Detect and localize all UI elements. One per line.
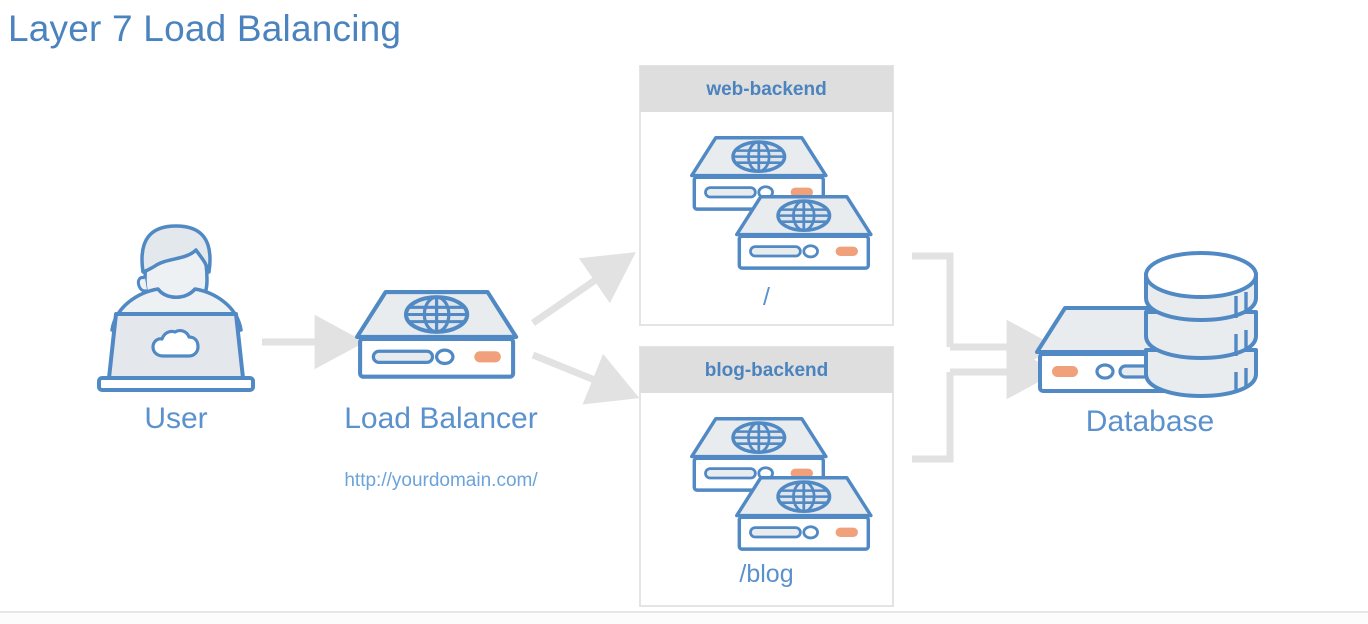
user-label: User	[144, 402, 208, 435]
bottom-strip	[0, 613, 1368, 624]
load-balancer-server-icon	[357, 292, 516, 377]
user-at-laptop-icon	[97, 224, 255, 392]
group-title-blog-backend: blog-backend	[704, 360, 829, 381]
connector-web-backend-to-database	[912, 252, 1057, 375]
connector-loadbalancer-to-blog-backend	[531, 351, 640, 405]
bottom-divider	[0, 611, 1368, 613]
path-label-web-backend: /	[763, 283, 770, 311]
connector-blog-backend-to-database	[912, 344, 1057, 463]
load-balancer-url: http://yourdomain.com/	[344, 470, 538, 491]
blog-backend-server-2	[734, 476, 873, 551]
load-balancer-label: Load Balancer	[344, 402, 538, 435]
database-server-icon	[1035, 251, 1258, 398]
web-backend-server-2	[734, 195, 873, 270]
group-title-web-backend: web-backend	[706, 79, 827, 100]
page-title: Layer 7 Load Balancing	[8, 8, 402, 49]
database-label: Database	[1085, 405, 1215, 438]
connector-loadbalancer-to-web-backend	[531, 252, 636, 326]
path-label-blog-backend: /blog	[739, 560, 794, 588]
